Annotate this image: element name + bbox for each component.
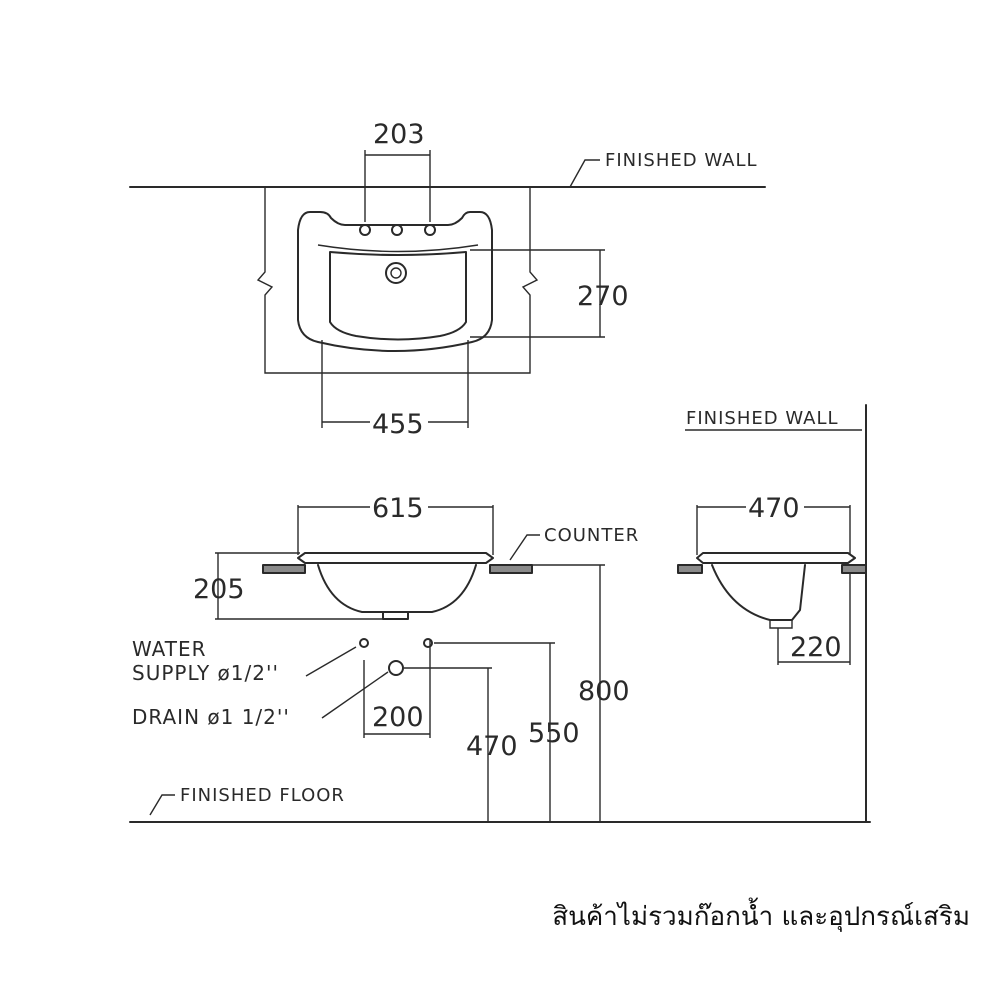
dim-615-text: 615 [372,493,424,524]
floor-leader [149,794,175,816]
counter-left [262,564,306,574]
side-counter-left [677,564,703,574]
dim-470-text: 470 [466,731,518,762]
dim-550-text: 550 [528,718,580,749]
front-drain-stub [382,611,409,620]
drain-hole-outer [385,262,407,284]
floor-label: FINISHED FLOOR [180,785,345,806]
basin-outer-rim [297,211,493,352]
supply-leader [305,646,357,677]
front-rim [297,552,494,564]
counter-label: COUNTER [544,525,639,546]
water-supply-label-1: WATER [132,637,207,661]
front-bowl [317,564,477,613]
tap-hole-left [359,224,371,236]
side-rim [696,552,856,564]
water-supply-label-2: SUPPLY ø1/2'' [132,661,279,685]
inner-bowl [329,251,467,341]
front-view: 615 205 COUNTER WATER SUPPLY ø1/2'' DRAI… [129,492,871,823]
supply-left [359,638,369,648]
top-wall-label: FINISHED WALL [605,150,758,171]
tap-hole-right [424,224,436,236]
tap-deck [317,244,479,253]
dim-270-text: 270 [577,281,629,312]
side-view: FINISHED WALL 470 220 [677,404,867,823]
footnote-text: สินค้าไม่รวมก๊อกน้ำ และอุปกรณ์เสริม [552,902,970,932]
side-wall-label: FINISHED WALL [686,408,839,429]
side-bowl [711,564,806,621]
dim-200-text: 200 [372,702,424,733]
counter-outline [256,187,539,374]
side-drain [769,620,793,629]
drain-hole-inner [390,267,402,279]
supply-right [423,638,433,648]
dim-455-text: 455 [372,409,424,440]
dim-205-text: 205 [193,574,245,605]
counter-leader [509,534,540,561]
dim-220-text: 220 [790,632,842,663]
tap-hole-center [391,224,403,236]
top-wall-leader [569,159,600,188]
dim-side-470-text: 470 [748,493,800,524]
drain-leader [321,671,389,719]
side-counter-right [841,564,867,574]
top-view: FINISHED WALL 203 270 455 [129,119,766,440]
counter-right [489,564,533,574]
dim-203-text: 203 [373,119,425,150]
dim-800-text: 800 [578,676,630,707]
drain-outlet [388,660,404,676]
drain-label: DRAIN ø1 1/2'' [132,705,290,729]
